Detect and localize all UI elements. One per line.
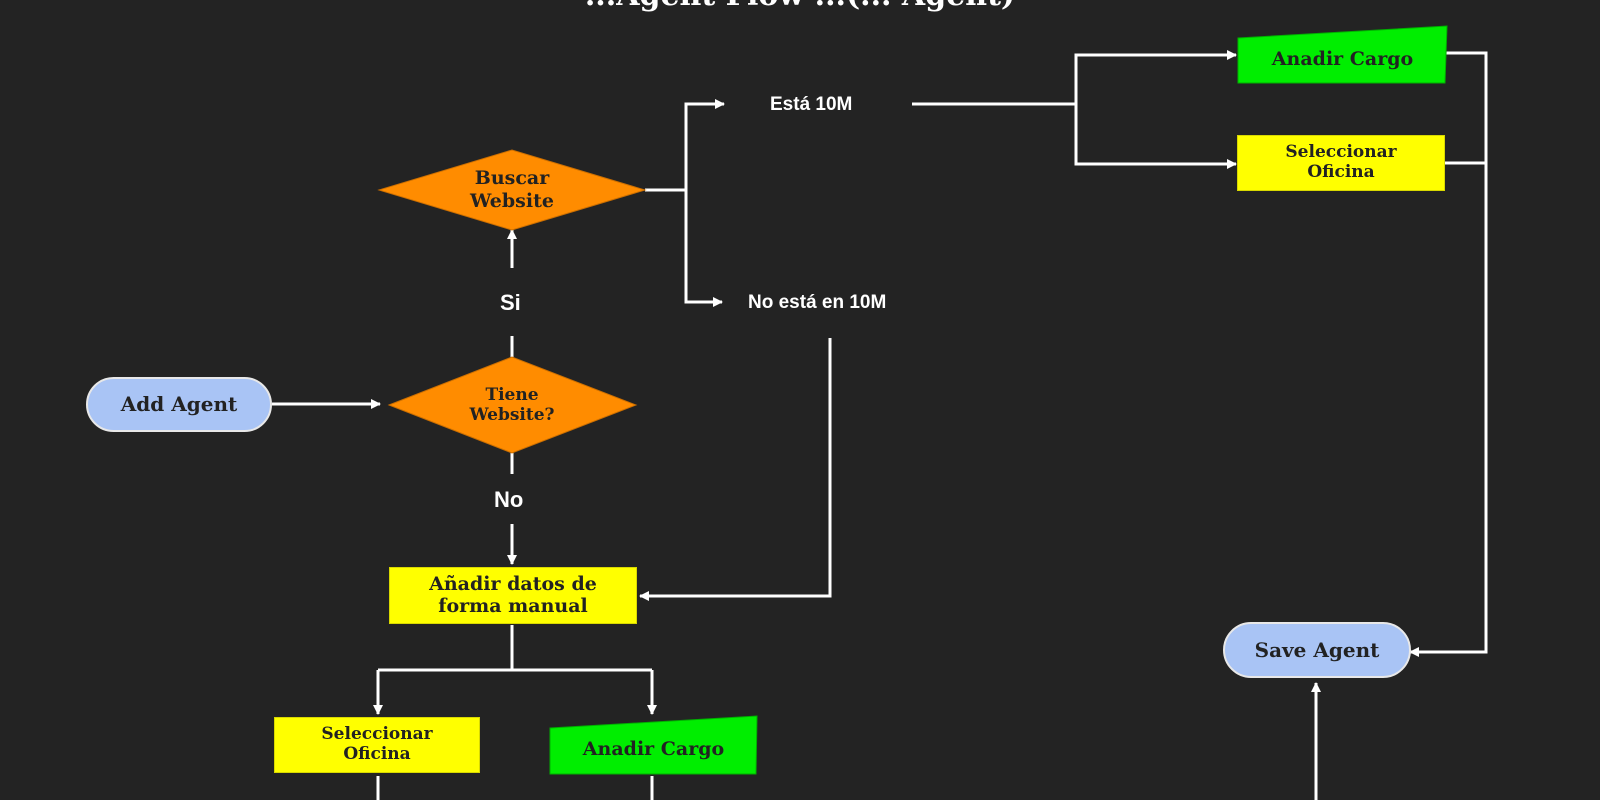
edge-label-esta-10m: Está 10M	[770, 94, 853, 115]
edge-branch-esta	[684, 99, 725, 190]
process-anadir-datos-manual: Añadir datos de forma manual	[389, 567, 637, 624]
input-anadir-cargo-top-shape	[1237, 25, 1448, 84]
edge-cargo-right	[1409, 51, 1488, 657]
decision-buscar-website-shape	[377, 149, 647, 231]
decision-tiene-website-label: Tiene Website?	[469, 384, 555, 425]
edge-label-si: Si	[500, 290, 521, 315]
edge-label-no-esta-10m: No está en 10M	[748, 292, 887, 313]
edge-noesta-datos	[639, 338, 832, 601]
diagram-title: ...Agent Flow ...(... Agent)	[0, 0, 1600, 13]
input-anadir-cargo-bottom-shape	[549, 715, 758, 775]
edge-split-oficina	[1074, 104, 1237, 169]
terminal-save-agent: Save Agent	[1223, 622, 1411, 678]
terminal-add-agent: Add Agent	[86, 377, 272, 432]
edge-label-no: No	[494, 487, 524, 512]
process-seleccionar-oficina-top: Seleccionar Oficina	[1237, 135, 1445, 191]
input-anadir-cargo-bottom-label: Anadir Cargo	[582, 738, 725, 760]
edge-split-cargo	[1074, 50, 1237, 104]
process-seleccionar-oficina-bottom: Seleccionar Oficina	[274, 717, 480, 773]
input-anadir-cargo-top-label: Anadir Cargo	[1271, 47, 1414, 70]
decision-buscar-website-label: Buscar Website	[470, 167, 554, 212]
edge-branch-noesta	[684, 190, 723, 307]
decision-tiene-website-shape	[387, 356, 638, 454]
